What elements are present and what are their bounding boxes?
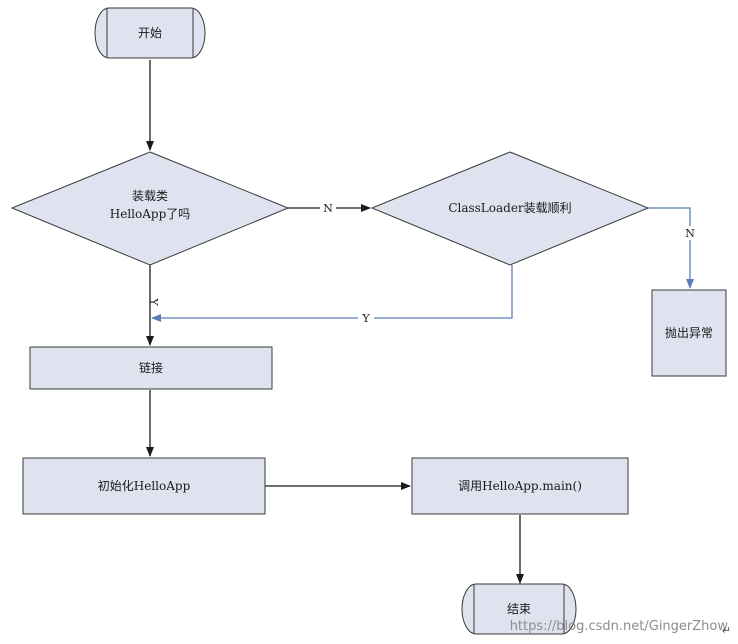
node-check-loaded: 装载类 HelloApp了吗 — [10, 151, 290, 266]
link-box — [29, 346, 273, 390]
init-box — [22, 457, 266, 515]
call-main-label: 调用HelloApp.main() — [458, 479, 582, 493]
edges — [146, 60, 694, 584]
edge-classloader-to-exception — [648, 207, 694, 289]
edge-label-classloader-yes: Y — [361, 312, 370, 325]
classloader-ok-diamond — [370, 151, 650, 266]
edge-label-classloader-no: N — [685, 227, 695, 240]
end-label: 结束 — [507, 602, 531, 616]
watermark-text: https://blog.csdn.net/GingerZhow — [510, 619, 729, 634]
throw-exception-label: 抛出异常 — [665, 325, 713, 340]
link-label: 链接 — [139, 360, 163, 375]
corner-return-mark: ↵ — [722, 624, 731, 637]
node-init: 初始化HelloApp — [22, 457, 266, 515]
node-start: 开始 — [94, 7, 206, 59]
check-loaded-diamond — [10, 151, 290, 266]
edge-labels: N Y N Y — [147, 200, 698, 325]
edge-label-check-no: N — [323, 202, 333, 215]
edge-classloader-to-link — [151, 265, 513, 322]
call-main-box — [411, 457, 629, 515]
check-loaded-line2: HelloApp了吗 — [110, 207, 191, 221]
classloader-ok-label: ClassLoader装载顺利 — [448, 201, 571, 215]
end-shape — [461, 583, 577, 635]
edge-label-check-yes: Y — [147, 297, 160, 306]
node-call-main: 调用HelloApp.main() — [411, 457, 629, 515]
node-end: 结束 — [461, 583, 577, 635]
start-shape — [94, 7, 206, 59]
init-label: 初始化HelloApp — [98, 479, 191, 493]
start-label: 开始 — [138, 26, 162, 40]
node-classloader-ok: ClassLoader装载顺利 — [370, 151, 650, 266]
node-link: 链接 — [29, 346, 273, 390]
node-throw-exception: 抛出异常 — [651, 289, 727, 377]
check-loaded-line1: 装载类 — [132, 189, 168, 203]
throw-exception-box — [651, 289, 727, 377]
